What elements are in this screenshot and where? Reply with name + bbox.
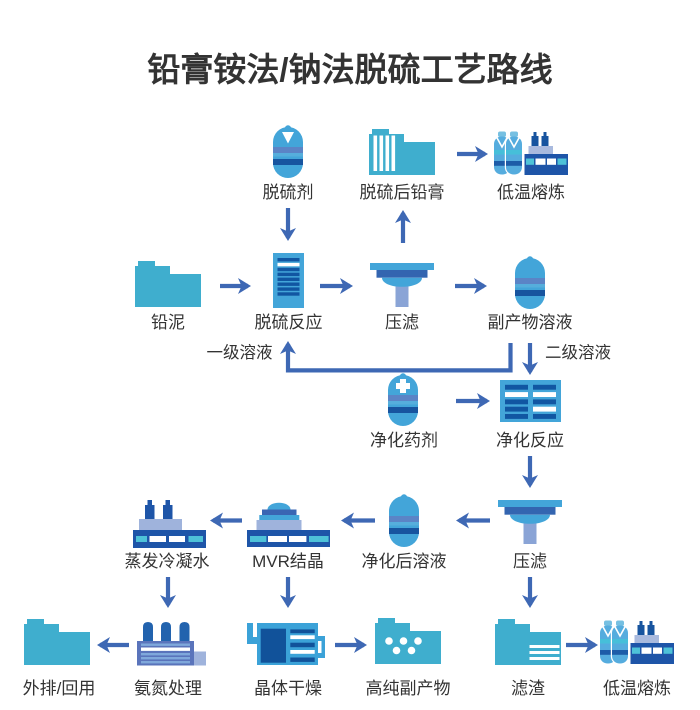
folder-icon — [135, 261, 201, 307]
node-label: 滤渣 — [511, 679, 545, 698]
node-label: 低温熔炼 — [497, 183, 565, 202]
node-label: 晶体干燥 — [254, 679, 322, 698]
reactor-column-icon — [273, 253, 304, 308]
dotted-folder-icon — [375, 618, 441, 664]
plate-reactor-icon — [500, 380, 561, 422]
node-label: 蒸发冷凝水 — [124, 552, 210, 571]
filter-press-icon — [370, 263, 434, 307]
smelter-plant-icon — [494, 131, 568, 175]
node-label: 压滤 — [513, 552, 547, 571]
evaporator-plant-icon — [133, 500, 206, 548]
treatment-plant-icon — [137, 622, 206, 666]
dryer-machine-icon — [247, 623, 325, 665]
page-title: 铅膏铵法/钠法脱硫工艺路线 — [147, 51, 553, 88]
crystallizer-plant-icon — [247, 502, 330, 547]
filter-press-icon — [498, 500, 562, 544]
solution-tank-icon — [389, 494, 419, 547]
node-label: 氨氮处理 — [134, 679, 202, 698]
lined-folder-icon — [495, 619, 561, 665]
node-label: 外排/回用 — [22, 679, 96, 698]
node-label: 铅泥 — [151, 313, 185, 332]
node-label: MVR结晶 — [252, 552, 324, 571]
node-label: 脱硫反应 — [254, 313, 323, 332]
node-label: 净化反应 — [496, 431, 564, 450]
cross-mark — [396, 379, 410, 393]
edge-label-primary-solution: 一级溶液 — [206, 344, 273, 362]
solution-tank-icon — [515, 256, 545, 309]
node-label: 脱硫后铅膏 — [359, 183, 445, 202]
dosing-tank-icon — [273, 125, 303, 178]
node-label: 副产物溶液 — [487, 313, 573, 332]
arrow-primary-solution-return — [280, 341, 513, 373]
folder-icon — [24, 619, 90, 665]
node-label: 低温熔炼 — [603, 679, 671, 698]
triangle-mark — [282, 132, 294, 144]
node-label: 压滤 — [385, 313, 419, 332]
node-label: 脱硫剂 — [262, 183, 314, 202]
striped-folder-icon — [369, 129, 435, 175]
edge-label-secondary-solution: 二级溶液 — [545, 344, 611, 362]
smelter-plant-icon — [600, 620, 674, 664]
node-label: 净化药剂 — [370, 431, 438, 450]
node-label: 高纯副产物 — [365, 679, 451, 698]
node-label: 净化后溶液 — [361, 552, 447, 571]
medical-tank-icon — [388, 373, 418, 426]
